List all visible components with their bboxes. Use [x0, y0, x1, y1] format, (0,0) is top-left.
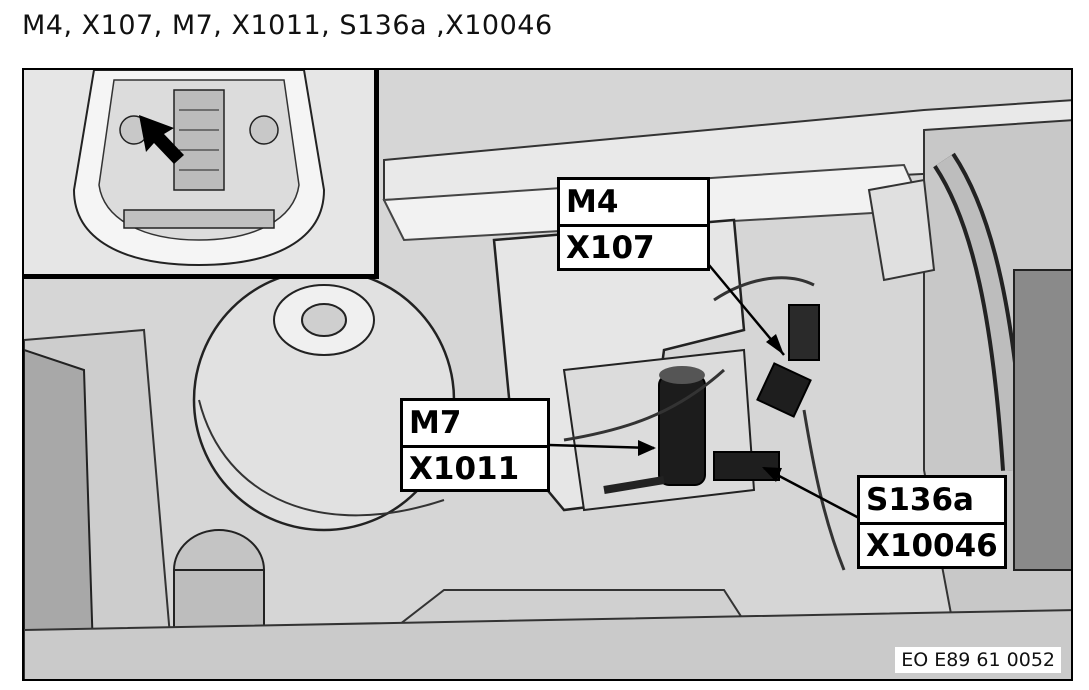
callout-component-code: M7 [409, 405, 462, 441]
callout-component-code: S136a [866, 482, 974, 518]
vehicle-overview-inset [24, 70, 379, 279]
callout-s136a-x10046: S136a X10046 [857, 475, 1007, 569]
engine-bay-illustration: M4 X107 M7 X1011 S136a X10046 EO E89 61 … [22, 68, 1073, 681]
diagram-heading: M4, X107, M7, X1011, S136a ,X10046 [22, 10, 553, 41]
callout-connector-code: X107 [560, 224, 707, 268]
location-arrow-icon [139, 115, 184, 164]
callout-connector-code: X10046 [860, 522, 1004, 566]
callout-connector-code: X1011 [403, 445, 547, 489]
vehicle-top-view-drawing [24, 70, 374, 274]
callout-m4-x107: M4 X107 [557, 177, 710, 271]
callout-component-code: M4 [566, 184, 619, 220]
callout-m7-x1011: M7 X1011 [400, 398, 550, 492]
reference-code: EO E89 61 0052 [895, 647, 1061, 673]
